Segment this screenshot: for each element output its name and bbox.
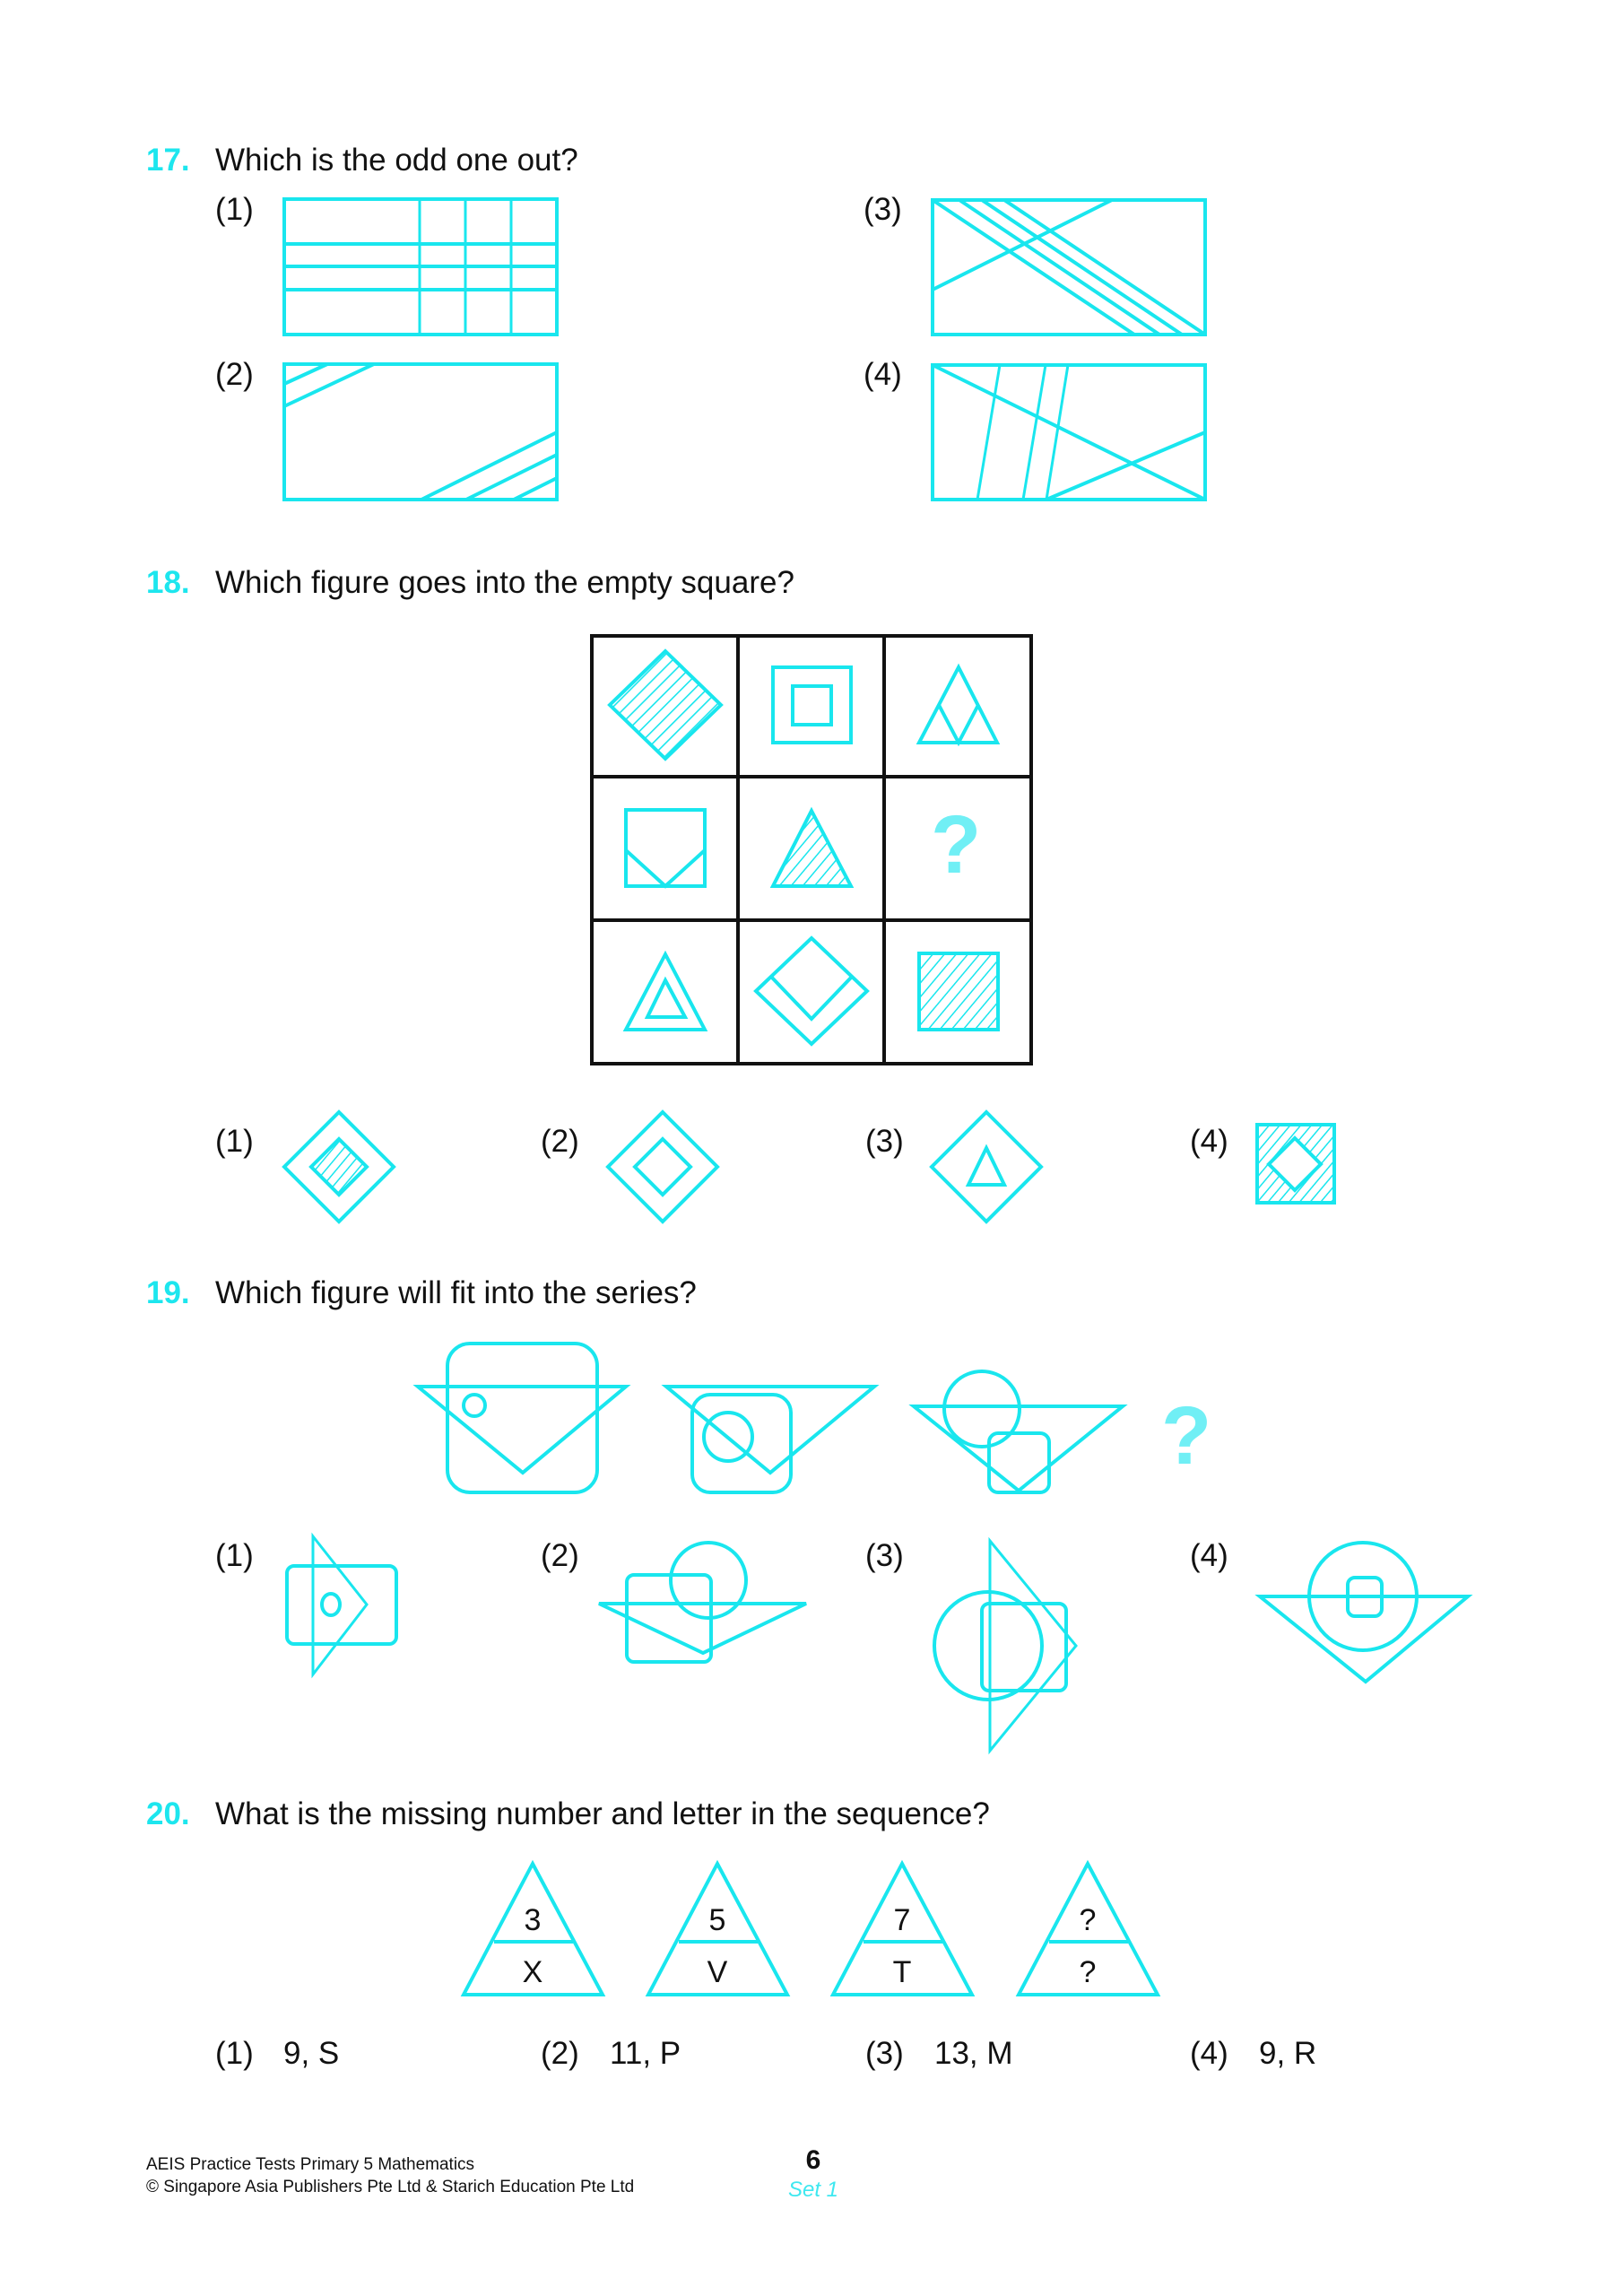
- q19-option-2-figure[interactable]: [598, 1541, 807, 1664]
- q20-seq-1-letter: X: [522, 1955, 543, 1989]
- q18-grid: [590, 634, 1033, 1065]
- q17-option-2-label[interactable]: (2): [215, 357, 254, 392]
- q20-seq-3-letter: T: [892, 1955, 912, 1989]
- q19-option-1-figure[interactable]: [285, 1532, 398, 1679]
- q17-option-1-figure: [282, 197, 559, 336]
- footer-book-title: AEIS Practice Tests Primary 5 Mathematic…: [146, 2155, 475, 2174]
- q20-number: 20.: [146, 1796, 190, 1831]
- grid-hatched-square: [917, 952, 1000, 1031]
- q20-option-1-answer[interactable]: 9, S: [283, 2036, 340, 2071]
- q18-option-3-label[interactable]: (3): [865, 1124, 904, 1159]
- grid-split-triangle: [916, 663, 1001, 747]
- grid-hatched-triangle: [769, 806, 855, 888]
- q19-option-2-label[interactable]: (2): [541, 1538, 579, 1573]
- q17-option-3-label[interactable]: (3): [864, 192, 902, 227]
- q20-option-3-answer[interactable]: 13, M: [934, 2036, 1013, 2071]
- q19-series-figure-3: [908, 1370, 1128, 1494]
- q18-option-4-figure[interactable]: [1255, 1123, 1336, 1205]
- q18-option-2-figure[interactable]: [605, 1109, 720, 1224]
- q17-option-4-label[interactable]: (4): [864, 357, 902, 392]
- q18-option-1-label[interactable]: (1): [215, 1124, 254, 1159]
- q17-option-3-figure: [931, 198, 1207, 336]
- q18-option-4-label[interactable]: (4): [1190, 1124, 1228, 1159]
- q20-text: What is the missing number and letter in…: [215, 1796, 990, 1831]
- q19-option-1-label[interactable]: (1): [215, 1538, 254, 1573]
- q19-series-figure-2: [661, 1385, 880, 1494]
- set-label: Set 1: [787, 2178, 839, 2202]
- q17-text: Which is the odd one out?: [215, 143, 578, 178]
- grid-diamond-with-v: [753, 935, 870, 1047]
- page-number: 6: [805, 2145, 821, 2175]
- q20-triangle-2: [645, 1859, 791, 1996]
- q20-triangle-4: [1015, 1859, 1161, 1996]
- q19-text: Which figure will fit into the series?: [215, 1275, 697, 1310]
- q20-seq-2-letter: V: [707, 1955, 728, 1989]
- q19-option-3-figure[interactable]: [933, 1536, 1078, 1755]
- q20-seq-4-letter: ?: [1079, 1955, 1097, 1989]
- q20-option-3-label[interactable]: (3): [865, 2036, 904, 2071]
- q20-seq-4-number: ?: [1079, 1903, 1097, 1937]
- q20-option-2-label[interactable]: (2): [541, 2036, 579, 2071]
- grid-missing-question-mark: ?: [931, 799, 982, 891]
- series-missing-question-mark: ?: [1161, 1390, 1212, 1482]
- q20-seq-1-number: 3: [524, 1903, 542, 1937]
- q20-option-4-answer[interactable]: 9, R: [1259, 2036, 1317, 2071]
- q19-option-4-label[interactable]: (4): [1190, 1538, 1228, 1573]
- q17-number: 17.: [146, 143, 190, 178]
- q19-series-figure-1: [412, 1342, 631, 1494]
- grid-square-in-square: [771, 665, 853, 744]
- q20-option-2-answer[interactable]: 11, P: [610, 2036, 681, 2071]
- q18-text: Which figure goes into the empty square?: [215, 565, 794, 600]
- q20-triangle-1: [460, 1859, 606, 1996]
- q20-seq-3-number: 7: [893, 1903, 911, 1937]
- q18-option-1-figure[interactable]: [282, 1109, 396, 1224]
- q17-option-1-label[interactable]: (1): [215, 192, 254, 227]
- grid-triangle-in-triangle: [622, 950, 708, 1031]
- q20-option-4-label[interactable]: (4): [1190, 2036, 1228, 2071]
- q20-seq-2-number: 5: [708, 1903, 726, 1937]
- q19-option-4-figure[interactable]: [1254, 1541, 1473, 1684]
- q20-triangle-3: [829, 1859, 976, 1996]
- q17-option-2-figure: [282, 362, 559, 501]
- q18-option-3-figure[interactable]: [929, 1109, 1044, 1224]
- footer-copyright: © Singapore Asia Publishers Pte Ltd & St…: [146, 2178, 635, 2196]
- q17-option-4-figure: [931, 363, 1207, 501]
- q20-option-1-label[interactable]: (1): [215, 2036, 254, 2071]
- grid-square-with-v: [624, 808, 707, 889]
- q18-option-2-label[interactable]: (2): [541, 1124, 579, 1159]
- q19-option-3-label[interactable]: (3): [865, 1538, 904, 1573]
- q19-number: 19.: [146, 1275, 190, 1310]
- grid-hatched-diamond: [607, 648, 724, 761]
- q18-number: 18.: [146, 565, 190, 600]
